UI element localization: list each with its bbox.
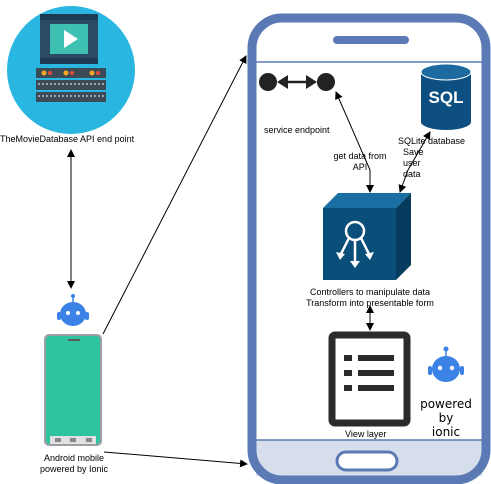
view-layer-label: View layer [345,429,387,439]
service-endpoint-icon [259,73,335,91]
ionic-robot-icon [428,346,464,382]
controller-label-line2: Transform into presentable form [306,298,434,308]
controller-cube-icon [323,193,411,280]
powered-line1: powered [420,397,472,411]
save-data-line2: user [403,158,421,168]
get-data-line1: get data from [333,151,387,161]
phone-frame [247,13,491,484]
database-icon [420,63,472,130]
list-icon [328,331,411,427]
save-data-line3: data [403,169,421,179]
database-icon-text: SQL [428,88,464,107]
powered-by-ionic-label: powered by ionic [416,397,476,439]
video-server-icon [7,6,135,134]
edge-save-data [398,131,431,193]
controller-label-line1: Controllers to manipulate data [309,287,431,297]
android-robot-icon [57,294,89,326]
api-label: TheMovieDatabase API end point [0,134,135,144]
powered-line3: ionic [431,425,461,439]
service-endpoint-label: service endpoint [264,125,330,135]
edge-android-phone-top [102,55,247,335]
android-label-line2: powered by Ionic [39,464,109,474]
save-data-label: Save user data [403,147,424,180]
edge-android-phone-bottom [103,451,248,468]
android-label: Android mobile powered by Ionic [26,453,122,475]
get-data-label: get data from API [328,151,392,173]
android-phone-icon [44,334,102,446]
edge-get-data [335,91,374,193]
controller-label: Controllers to manipulate data Transform… [298,287,442,309]
save-data-line1: Save [403,147,424,157]
sqlite-label: SQLite database [398,136,466,146]
get-data-line2: API [352,162,368,172]
android-label-line1: Android mobile [43,453,105,463]
powered-line2: by [438,411,454,425]
